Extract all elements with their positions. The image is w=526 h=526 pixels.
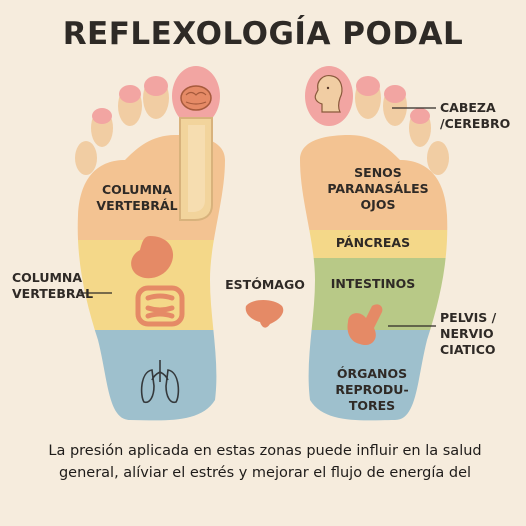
lungs-icon [140, 360, 180, 404]
label-columna-vertebral-outer: COLUMNA VERTEBRAL [12, 270, 94, 301]
uterus-icon [347, 304, 383, 346]
intestine-icon [135, 285, 185, 327]
label-organos-reproductores: ÓRGANOS REPRODU- TORES [335, 366, 409, 413]
callout-lines [80, 107, 436, 327]
caption-line-1: La presión aplicada en estas zonas puede… [48, 443, 482, 459]
label-senos-paranasales-ojos: SENOS PARANASÁLES OJOS [327, 165, 429, 212]
label-pelvis-nervio-ciatico: PELVIS / NERVIO CIATICO [440, 310, 497, 357]
stomach-icon [131, 236, 174, 279]
head-profile-icon [314, 75, 343, 113]
page-title: REFLEXOLOGÍA PODAL [62, 16, 464, 52]
label-columna-vertebral-inner: COLUMNA VERTEBRÁL [96, 182, 178, 213]
label-pancreas: PÁNCREAS [335, 235, 411, 250]
label-intestinos: INTESTINOS [330, 276, 416, 291]
brain-icon [180, 85, 212, 111]
liver-icon [245, 300, 284, 328]
caption: La presión aplicada en estas zonas puede… [30, 440, 500, 484]
caption-line-2: general, alíviar el estrés y mejorar el … [58, 465, 472, 481]
label-cabeza-cerebro: CABEZA /CEREBRO [440, 100, 511, 131]
label-estomago: ESTÓMAGO [225, 277, 305, 292]
